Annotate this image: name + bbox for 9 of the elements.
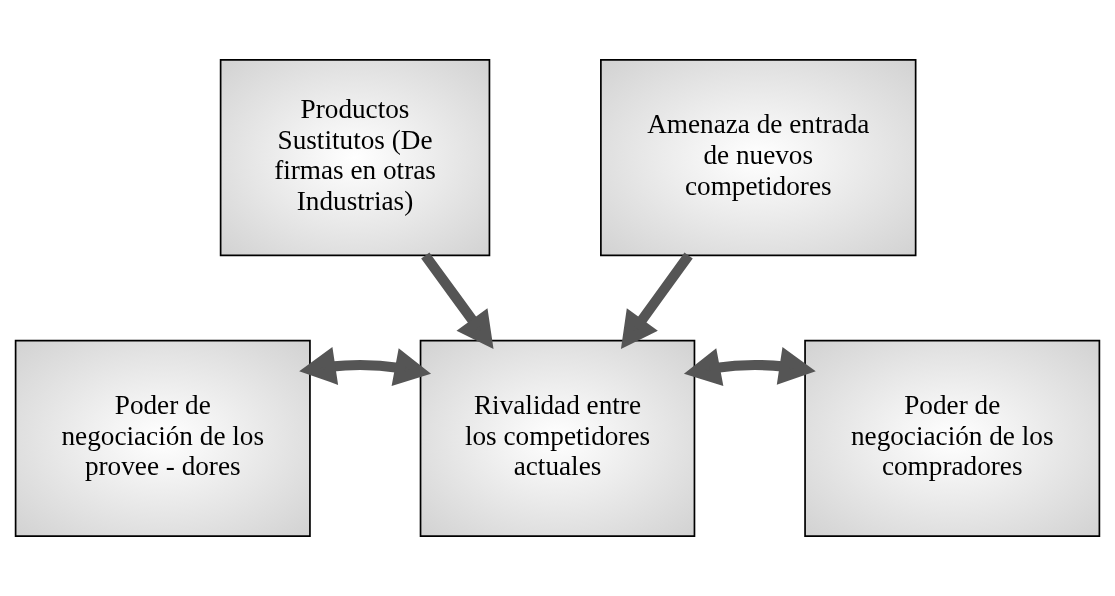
arrow — [421, 252, 494, 349]
node-box: Amenaza de entrada de nuevos competidores — [600, 58, 917, 257]
node-box: Poder de negociación de los provee - dores — [14, 339, 311, 538]
arrow — [683, 346, 816, 386]
arrow — [299, 346, 431, 386]
node-box: Poder de negociación de los compradores — [804, 339, 1101, 538]
node-box: Productos Sustitutos (De firmas en otras Industrias) — [219, 58, 491, 257]
arrow — [620, 252, 693, 350]
node-box: Rivalidad entre los competidores actuales — [419, 339, 696, 538]
